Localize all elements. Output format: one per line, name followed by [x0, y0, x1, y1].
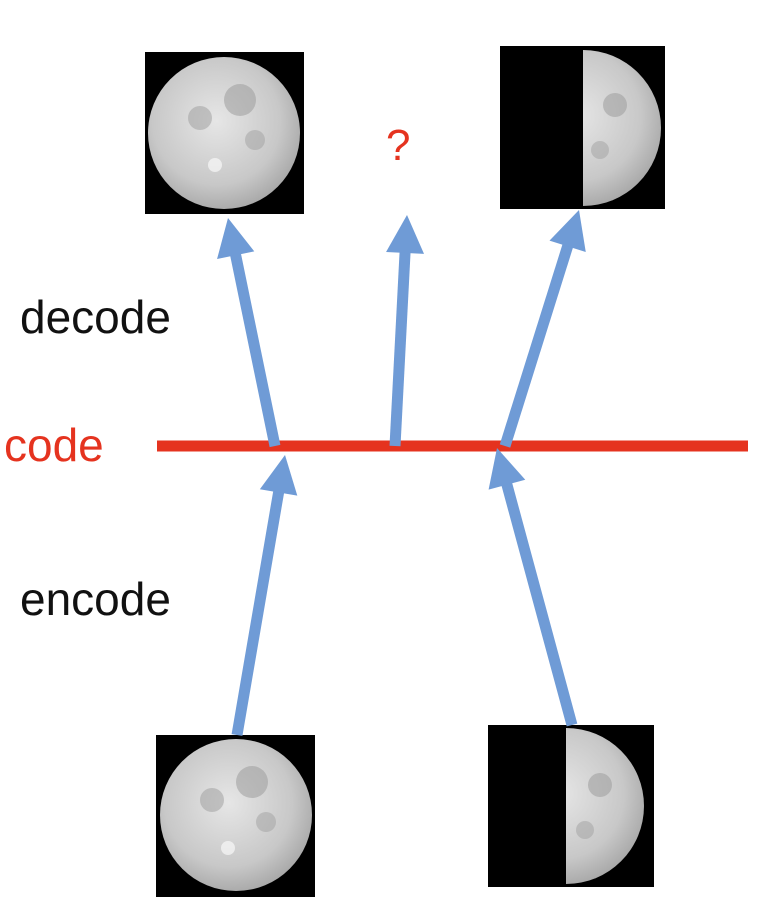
moon-disc: [566, 728, 644, 884]
arrow-head: [386, 215, 425, 254]
input-half-moon-image: [488, 725, 654, 887]
arrow-head: [259, 455, 298, 496]
question-mark: ?: [386, 121, 410, 170]
arrow-shaft: [229, 250, 281, 448]
moon-crater: [200, 788, 224, 812]
decode-label: decode: [20, 291, 171, 343]
arrow-shaft: [389, 248, 411, 447]
moon-disc: [148, 57, 300, 209]
code-label: code: [4, 419, 104, 471]
arrow-shaft: [499, 240, 575, 448]
decode-arrow-unknown: [386, 215, 425, 447]
encode-arrow-full-moon: [231, 455, 298, 736]
moon-crater: [224, 84, 256, 116]
arrows: [217, 210, 586, 736]
moon-crater: [603, 93, 627, 117]
output-full-moon-image: [145, 52, 304, 214]
moon-crater: [208, 158, 222, 172]
encode-label: encode: [20, 573, 171, 625]
moon-crater: [221, 841, 235, 855]
arrow-head: [549, 210, 586, 252]
arrow-head: [217, 218, 255, 260]
arrow-shaft: [231, 487, 285, 736]
input-full-moon-image: [156, 735, 315, 897]
moon-crater: [236, 766, 268, 798]
moon-disc: [160, 739, 312, 891]
moon-crater: [256, 812, 276, 832]
moon-crater: [588, 773, 612, 797]
output-half-moon-image: [500, 46, 665, 209]
moon-crater: [245, 130, 265, 150]
encode-arrow-half-moon: [488, 448, 578, 727]
arrow-head: [488, 448, 526, 490]
decode-arrow-half-moon: [499, 210, 586, 448]
moon-crater: [188, 106, 212, 130]
arrow-shaft: [500, 479, 578, 727]
moon-crater: [591, 141, 609, 159]
moon-crater: [576, 821, 594, 839]
decode-arrow-full-moon: [217, 218, 281, 448]
moon-disc: [583, 50, 661, 206]
